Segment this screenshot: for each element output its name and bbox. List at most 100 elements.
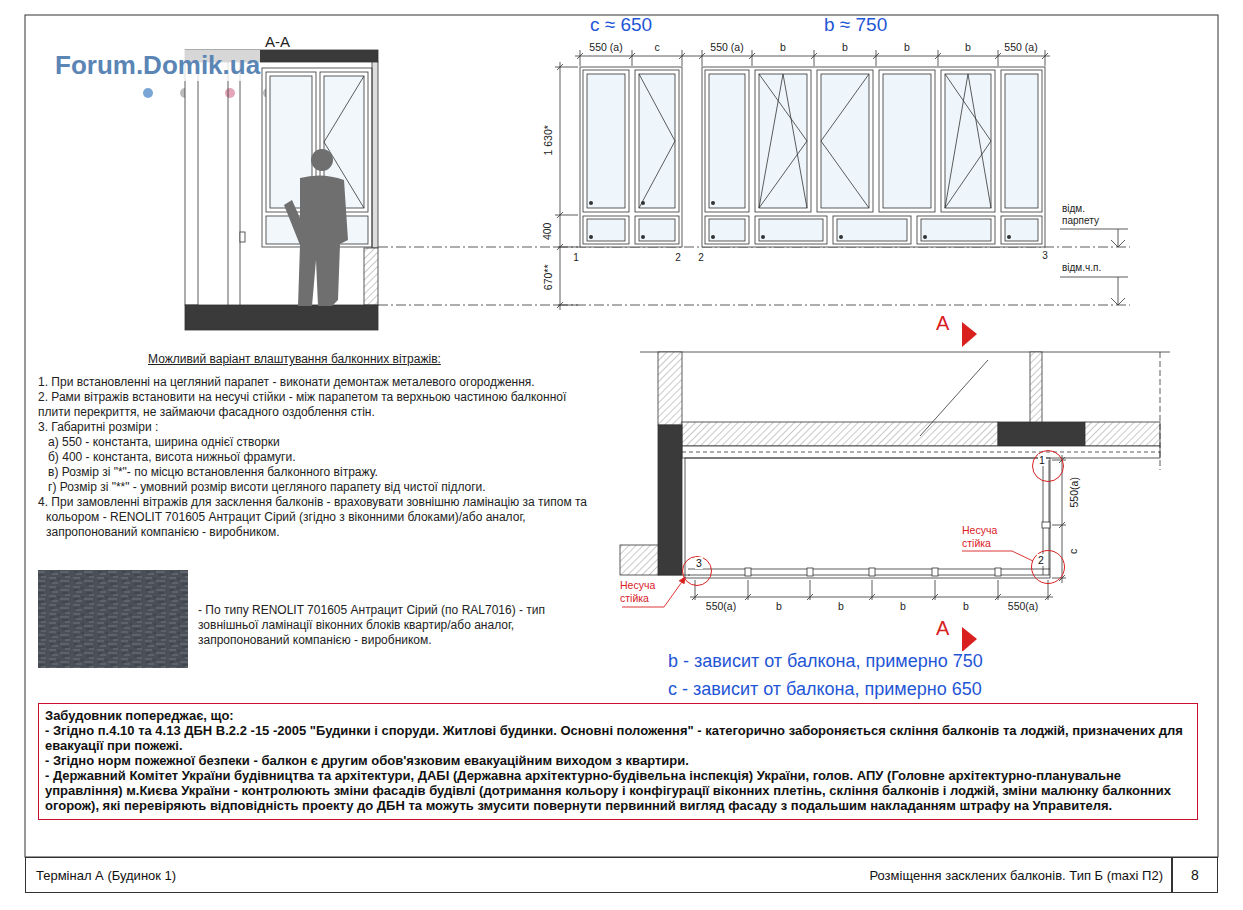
leader-line <box>679 577 685 584</box>
dimension-lines <box>577 53 583 59</box>
handle-dots <box>589 235 593 239</box>
handle-dots <box>839 235 843 239</box>
dimension-lines <box>679 53 685 59</box>
window-elevation <box>945 74 991 208</box>
balcony-plan <box>682 452 1160 453</box>
sheet-frame <box>25 15 1218 857</box>
note: 3. Габаритні розміри : <box>38 420 596 435</box>
title-block: Термінал А (Будинок 1)Розміщення засклен… <box>25 857 1172 893</box>
swatch-note: - По типу RENOLIT 701605 Антрацит Сірий … <box>198 603 603 648</box>
note: 1. При встановленні на цегляний парапет … <box>38 375 596 390</box>
dimension: b <box>963 600 969 613</box>
balcony-plan <box>682 422 998 446</box>
note: б) 400 - константа, висота нижньої фраму… <box>38 450 596 465</box>
balcony-plan <box>1062 455 1063 583</box>
dimension: 550 (a) <box>589 41 622 54</box>
balcony-plan <box>998 422 1085 446</box>
sheet-frame <box>25 15 1218 857</box>
dimension: c <box>1068 548 1081 553</box>
section-drawing <box>240 62 241 305</box>
watermark: Forum.Domik.ua <box>55 50 260 81</box>
window-elevation <box>705 216 749 244</box>
level-lines <box>378 305 1130 306</box>
section-drawing <box>240 232 245 242</box>
handle-dots <box>589 201 593 205</box>
balcony-plan <box>640 352 1170 353</box>
dimension-lines <box>557 244 563 250</box>
window-elevation <box>755 216 827 244</box>
title-text: Термінал А (Будинок 1) <box>36 868 176 883</box>
callout-label: Несуча стійка <box>620 579 666 604</box>
section-drawing <box>311 149 333 171</box>
dimension-lines <box>629 53 635 59</box>
dimension: b <box>842 41 848 54</box>
section-marker <box>962 322 977 347</box>
watermark-dots <box>225 88 235 98</box>
window-elevation <box>583 70 629 212</box>
window-elevation <box>759 74 807 208</box>
dimension-lines <box>995 53 1001 59</box>
balcony-plan <box>1052 578 1066 579</box>
note: а) 550 - константа, ширина однієї створк… <box>38 435 596 450</box>
window-elevation <box>879 70 935 212</box>
balcony-plan <box>1045 594 1051 600</box>
window-elevation <box>639 74 675 208</box>
section-marker: A <box>936 311 949 335</box>
window-elevation <box>635 70 679 212</box>
dimension-lines <box>702 50 703 66</box>
section-marker: A <box>936 616 949 640</box>
balcony-plan <box>1052 460 1066 461</box>
callout-circle: 2 <box>1031 550 1065 584</box>
dimension: 550(a) <box>1008 600 1038 613</box>
window-elevation <box>1005 74 1038 208</box>
dimension-lines <box>555 50 1050 310</box>
callout-label: Несуча стійка <box>962 524 1012 549</box>
warning-item: - Згідно норм пожежної безпеки - балкон … <box>45 753 1191 768</box>
balcony-plan <box>658 425 682 575</box>
balcony-plan <box>658 352 682 425</box>
window-elevation <box>635 216 679 244</box>
window-elevation <box>817 70 873 212</box>
window-elevation <box>639 74 675 208</box>
dimension-lines <box>560 62 561 310</box>
point-number: 3 <box>1042 250 1048 262</box>
dimension-lines <box>873 53 879 59</box>
window-elevation <box>709 74 745 208</box>
balcony-plan <box>920 360 988 436</box>
dimension-lines <box>557 212 563 218</box>
window-elevation <box>705 70 749 212</box>
balcony-plan <box>1030 352 1042 425</box>
handle-dots <box>589 201 1011 239</box>
dimension: 400 <box>542 222 555 240</box>
dimension-lines <box>935 53 941 59</box>
handle-dots <box>923 235 927 239</box>
warning-item: - Згідно п.4.10 та 4.13 ДБН В.2.2 -15 -2… <box>45 723 1191 753</box>
note: в) Розмір зі "*"- по місцю встановлення … <box>38 465 596 480</box>
callout-circle: 3 <box>682 556 712 586</box>
section-marker <box>962 627 977 652</box>
dimension-lines <box>575 56 1050 57</box>
dimension-lines <box>682 50 683 66</box>
balcony-plan <box>745 568 751 576</box>
section-title: А-А <box>265 33 290 51</box>
balcony-plan <box>869 568 875 576</box>
balcony-plan <box>692 594 698 600</box>
section-drawing <box>284 175 348 306</box>
point-number: 1 <box>573 252 579 264</box>
point-number: 2 <box>698 252 704 264</box>
level-mark: відм. парпету <box>1062 203 1108 227</box>
balcony-plan <box>620 352 1170 600</box>
balcony-plan <box>1160 352 1161 470</box>
balcony-plan <box>995 594 1001 600</box>
window-elevation <box>587 74 625 208</box>
balcony-plan <box>745 594 751 600</box>
callout-number: 1 <box>1038 454 1046 466</box>
balcony-plan <box>995 568 1001 576</box>
balcony-plan <box>682 446 1160 458</box>
dimension-lines <box>876 50 877 66</box>
annotation: b - зависит от балкона, примерно 750 <box>668 651 983 673</box>
dimension: b <box>776 600 782 613</box>
dimension-lines <box>1042 53 1048 59</box>
window-elevation <box>759 74 807 208</box>
